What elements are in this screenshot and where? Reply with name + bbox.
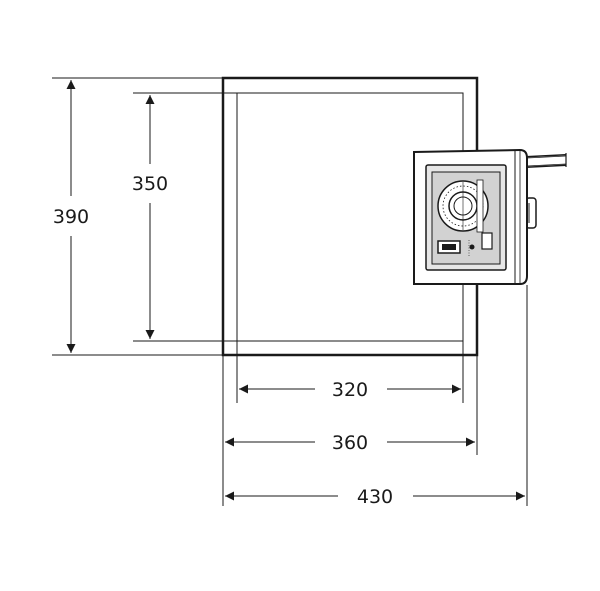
fuse-button xyxy=(481,232,493,250)
dimension-label-total-width: 430 xyxy=(357,486,393,508)
dimension-label-outer-height: 390 xyxy=(53,206,89,228)
dimension-label-inner-height: 350 xyxy=(132,173,168,195)
power-switch-icon xyxy=(437,240,461,254)
control-box xyxy=(413,148,567,285)
dimension-label-outer-width: 360 xyxy=(332,432,368,454)
power-cable-icon xyxy=(525,153,567,168)
indicator-light-icon xyxy=(468,240,475,256)
timer-dial-icon xyxy=(437,179,489,233)
dimension-label-inner-width: 320 xyxy=(332,379,368,401)
